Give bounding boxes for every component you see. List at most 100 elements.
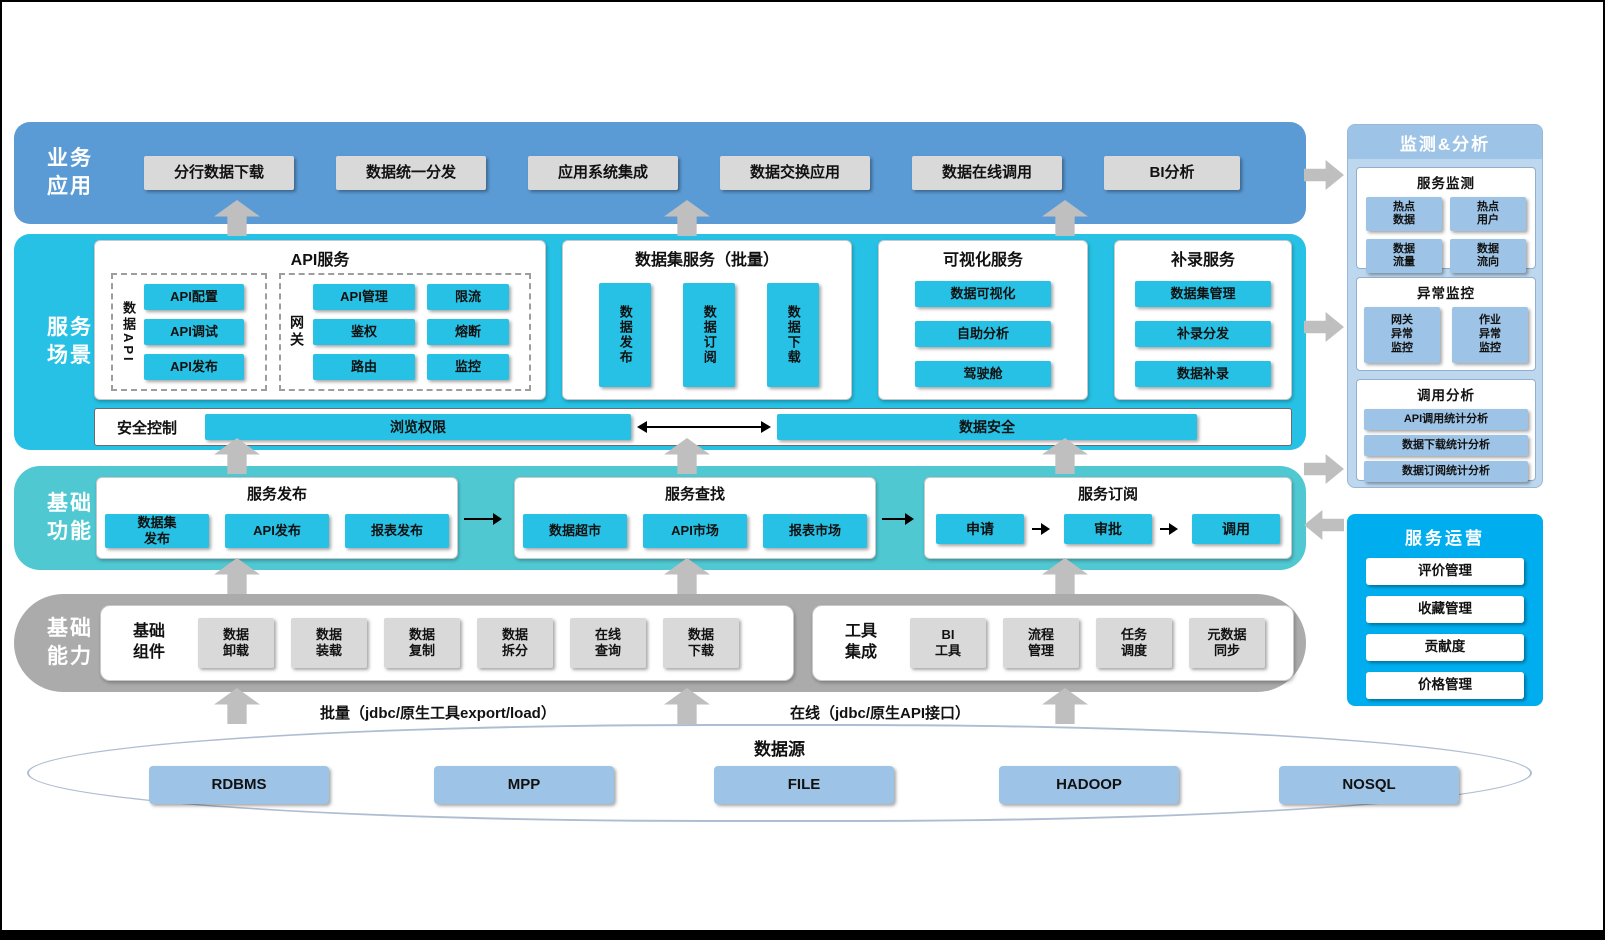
box-download-stats: 数据下载统计分析: [1364, 435, 1528, 456]
box-nosql: NOSQL: [1279, 766, 1459, 804]
box-metadata-sync: 元数据 同步: [1189, 618, 1265, 668]
card-service-search: 服务查找 数据超市 API市场 报表市场: [514, 477, 876, 559]
service-search-buttons: 数据超市 API市场 报表市场: [515, 514, 875, 548]
subpanel-service-monitor: 服务监测 热点 数据 热点 用户 数据 流量 数据 流向: [1356, 167, 1536, 273]
card-title-basic-components: 基础 组件: [132, 623, 165, 661]
box-data-split: 数据 拆分: [477, 618, 553, 668]
box-apply: 申请: [936, 514, 1024, 544]
box-rate-limit: 限流: [427, 284, 509, 310]
service-monitor-buttons: 热点 数据 热点 用户 数据 流量 数据 流向: [1357, 192, 1535, 273]
business-box-online-call: 数据在线调用: [912, 156, 1062, 190]
box-dataset-manage: 数据集管理: [1135, 281, 1271, 307]
box-approve: 审批: [1064, 514, 1152, 544]
label-online-ingest: 在线（jdbc/原生API接口）: [790, 705, 971, 722]
up-arrow-icon: [1042, 688, 1088, 724]
box-data-publish: 数据发布: [599, 283, 651, 387]
box-routing: 路由: [313, 354, 415, 380]
business-box-unified-distribution: 数据统一分发: [336, 156, 486, 190]
box-circuit-break: 熔断: [427, 319, 509, 345]
box-evaluation-manage: 评价管理: [1366, 558, 1524, 585]
data-api-buttons: API配置 API调试 API发布: [144, 284, 244, 380]
card-title-service-search: 服务查找: [664, 486, 725, 503]
card-service-publish: 服务发布 数据集 发布 API发布 报表发布: [96, 477, 458, 559]
right-arrow-icon: [882, 512, 920, 526]
box-api-debug: API调试: [144, 319, 244, 345]
business-box-bi-analysis: BI分析: [1104, 156, 1240, 190]
card-title-service-publish: 服务发布: [246, 486, 307, 503]
subpanel-exception-monitor: 异常监控 网关 异常 监控 作业 异常 监控: [1356, 277, 1536, 371]
box-data-visualization: 数据可视化: [915, 281, 1051, 307]
box-process-manage: 流程 管理: [1003, 618, 1079, 668]
band-basic-capability: 基础 能力 基础 组件 数据 卸载 数据 装载 数据 复制 数据 拆分 在线 查…: [14, 594, 1306, 692]
box-self-analysis: 自助分析: [915, 321, 1051, 347]
card-basic-components: 基础 组件 数据 卸载 数据 装载 数据 复制 数据 拆分 在线 查询 数据 下…: [100, 605, 794, 681]
band-label-scene: 服务 场景: [47, 315, 93, 367]
left-block-arrow-icon: [1304, 510, 1344, 540]
box-hot-data: 热点 数据: [1366, 197, 1442, 231]
card-visual-service: 可视化服务 数据可视化 自助分析 驾驶舱: [878, 240, 1088, 400]
subpanel-call-analysis: 调用分析 API调用统计分析 数据下载统计分析 数据订阅统计分析: [1356, 379, 1536, 482]
gateway-buttons: API管理 限流 鉴权 熔断 路由 监控: [313, 284, 509, 380]
box-hadoop: HADOOP: [999, 766, 1179, 804]
band-basic-function: 基础 功能 服务发布 数据集 发布 API发布 报表发布 服务查找 数据超市 A…: [14, 466, 1306, 570]
band-label-function: 基础 功能: [47, 491, 93, 543]
card-title-tool-integration: 工具 集成: [844, 623, 877, 661]
panel-service-operation: 服务运营 评价管理 收藏管理 贡献度 价格管理: [1347, 514, 1543, 706]
box-price-manage: 价格管理: [1366, 672, 1524, 699]
card-service-subscribe: 服务订阅 申请 审批 调用: [924, 477, 1292, 559]
box-file: FILE: [714, 766, 894, 804]
card-dataset-service: 数据集服务（批量） 数据发布 数据订阅 数据下载: [562, 240, 852, 400]
business-box-branch-download: 分行数据下载: [144, 156, 294, 190]
panel-monitor-analysis: 监测&分析 服务监测 热点 数据 热点 用户 数据 流量 数据 流向 异常监控 …: [1347, 124, 1543, 488]
call-analysis-buttons: API调用统计分析 数据下载统计分析 数据订阅统计分析: [1357, 404, 1535, 482]
up-arrow-icon: [214, 688, 260, 724]
right-block-arrow-icon: [1304, 312, 1344, 342]
card-title-visual-service: 可视化服务: [942, 252, 1023, 269]
band-label-business: 业务 应用: [47, 146, 93, 198]
card-title-supplement-service: 补录服务: [1170, 252, 1235, 269]
box-api-config: API配置: [144, 284, 244, 310]
label-batch-ingest: 批量（jdbc/原生工具export/load）: [320, 705, 556, 722]
up-arrow-icon: [664, 688, 710, 724]
box-contribution: 贡献度: [1366, 634, 1524, 661]
box-api-publish: API发布: [144, 354, 244, 380]
box-api-market: API市场: [643, 514, 747, 548]
band-business-application: 业务 应用 分行数据下载 数据统一分发 应用系统集成 数据交换应用 数据在线调用…: [14, 122, 1306, 224]
card-title-service-subscribe: 服务订阅: [1077, 486, 1138, 503]
panel-title-service-operation: 服务运营: [1405, 529, 1485, 548]
card-api-service: API服务 数据API API配置 API调试 API发布 网关 API管理 限…: [94, 240, 546, 400]
datasource-title: 数据源: [754, 740, 805, 759]
group-label-gateway: 网关: [289, 315, 305, 349]
right-block-arrow-icon: [1304, 160, 1344, 190]
box-api-call-stats: API调用统计分析: [1364, 409, 1528, 430]
box-hot-users: 热点 用户: [1450, 197, 1526, 231]
box-invoke: 调用: [1192, 514, 1280, 544]
subpanel-title-exception-monitor: 异常监控: [1417, 286, 1475, 301]
box-api-publish-fn: API发布: [225, 514, 329, 548]
box-data-copy: 数据 复制: [384, 618, 460, 668]
exception-monitor-buttons: 网关 异常 监控 作业 异常 监控: [1357, 302, 1535, 363]
band-service-scene: 服务 场景 API服务 数据API API配置 API调试 API发布 网关 A…: [14, 234, 1306, 450]
box-favorite-manage: 收藏管理: [1366, 596, 1524, 623]
box-data-flow-direction: 数据 流向: [1450, 239, 1526, 273]
subpanel-title-call-analysis: 调用分析: [1417, 388, 1475, 403]
box-auth: 鉴权: [313, 319, 415, 345]
box-gateway-exception: 网关 异常 监控: [1364, 307, 1440, 363]
double-arrow-icon: [631, 421, 777, 433]
bar-browse-permission: 浏览权限: [205, 414, 631, 440]
box-dataset-publish: 数据集 发布: [105, 514, 209, 548]
box-report-market: 报表市场: [763, 514, 867, 548]
group-data-api: 数据API API配置 API调试 API发布: [111, 273, 267, 391]
box-data-supplement: 数据补录: [1135, 361, 1271, 387]
box-cockpit: 驾驶舱: [915, 361, 1051, 387]
box-data-download: 数据下载: [767, 283, 819, 387]
card-title-dataset-service: 数据集服务（批量）: [634, 252, 779, 269]
box-task-schedule: 任务 调度: [1096, 618, 1172, 668]
box-mpp: MPP: [434, 766, 614, 804]
group-gateway: 网关 API管理 限流 鉴权 熔断 路由 监控: [279, 273, 531, 391]
business-box-app-integration: 应用系统集成: [528, 156, 678, 190]
box-data-mart: 数据超市: [523, 514, 627, 548]
panel-title-monitor-analysis: 监测&分析: [1348, 125, 1542, 159]
datasource-container: 数据源 RDBMS MPP FILE HADOOP NOSQL: [27, 724, 1532, 822]
